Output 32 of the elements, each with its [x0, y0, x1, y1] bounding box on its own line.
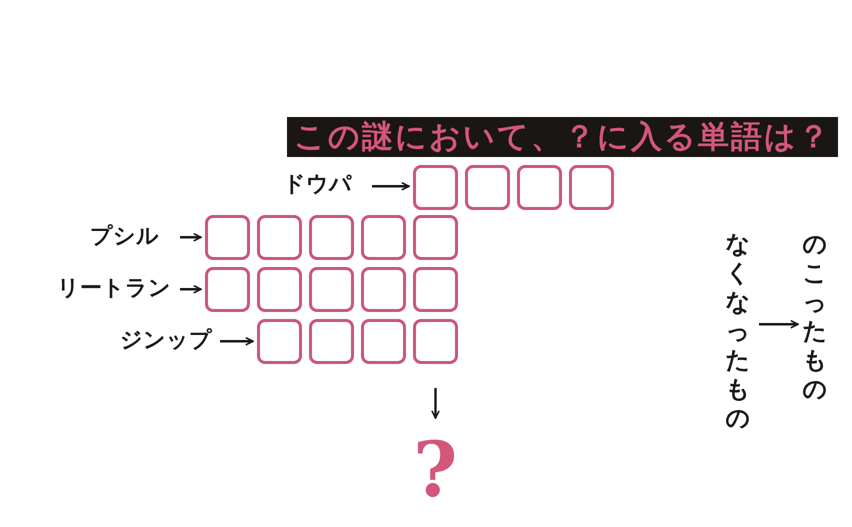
- answer-box: [309, 319, 354, 364]
- arrow: [372, 182, 410, 191]
- title-banner: この謎において、？に入る単語は？: [287, 117, 838, 157]
- answer-box: [257, 267, 302, 312]
- answer-box: [309, 215, 354, 260]
- answer-box: [517, 165, 562, 210]
- vertical-text: のこったもの: [802, 230, 828, 404]
- answer-box: [569, 165, 614, 210]
- answer-box: [205, 267, 250, 312]
- answer-box: [309, 267, 354, 312]
- answer-box: [361, 215, 406, 260]
- answer-box: [413, 215, 458, 260]
- vertical-text: なくなったもの: [725, 230, 751, 433]
- answer-box: [361, 319, 406, 364]
- word-label: プシル: [90, 226, 159, 248]
- arrow: [180, 232, 202, 242]
- answer-box: [413, 267, 458, 312]
- arrow: [220, 336, 254, 346]
- question-mark: ?: [413, 432, 458, 508]
- answer-box: [257, 319, 302, 364]
- answer-box: [361, 267, 406, 312]
- answer-box: [465, 165, 510, 210]
- answer-box: [257, 215, 302, 260]
- arrow: [431, 388, 440, 419]
- word-label: ドウパ: [283, 174, 352, 196]
- answer-box: [413, 319, 458, 364]
- arrow: [759, 320, 799, 329]
- word-label: リートラン: [57, 278, 171, 300]
- word-label: ジンップ: [120, 330, 212, 352]
- arrow: [180, 284, 202, 294]
- answer-box: [205, 215, 250, 260]
- answer-box: [413, 165, 458, 210]
